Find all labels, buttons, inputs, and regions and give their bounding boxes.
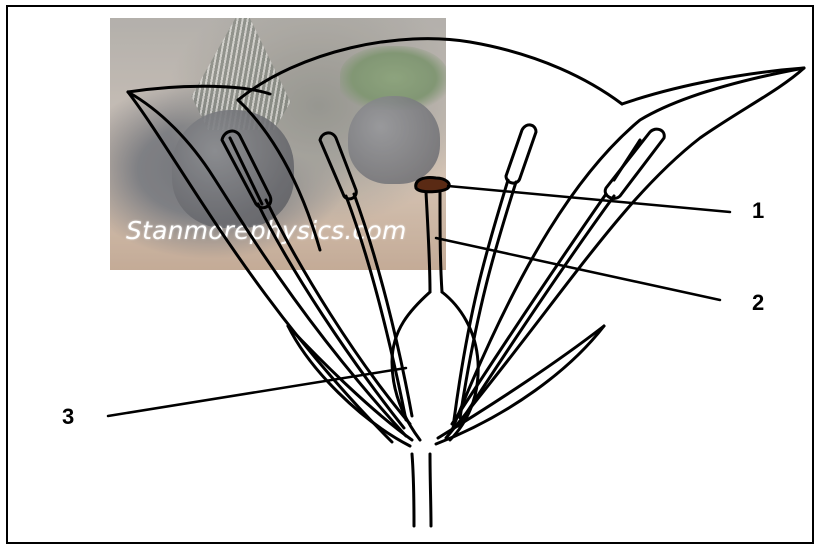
label-3: 3 bbox=[62, 406, 74, 428]
label-1: 1 bbox=[752, 200, 764, 222]
petal-left bbox=[128, 86, 406, 442]
stem bbox=[412, 454, 431, 526]
stamen-right-2 bbox=[452, 129, 664, 426]
label-2: 2 bbox=[752, 292, 764, 314]
petal-back bbox=[238, 39, 622, 250]
leader-line-1 bbox=[448, 186, 730, 212]
